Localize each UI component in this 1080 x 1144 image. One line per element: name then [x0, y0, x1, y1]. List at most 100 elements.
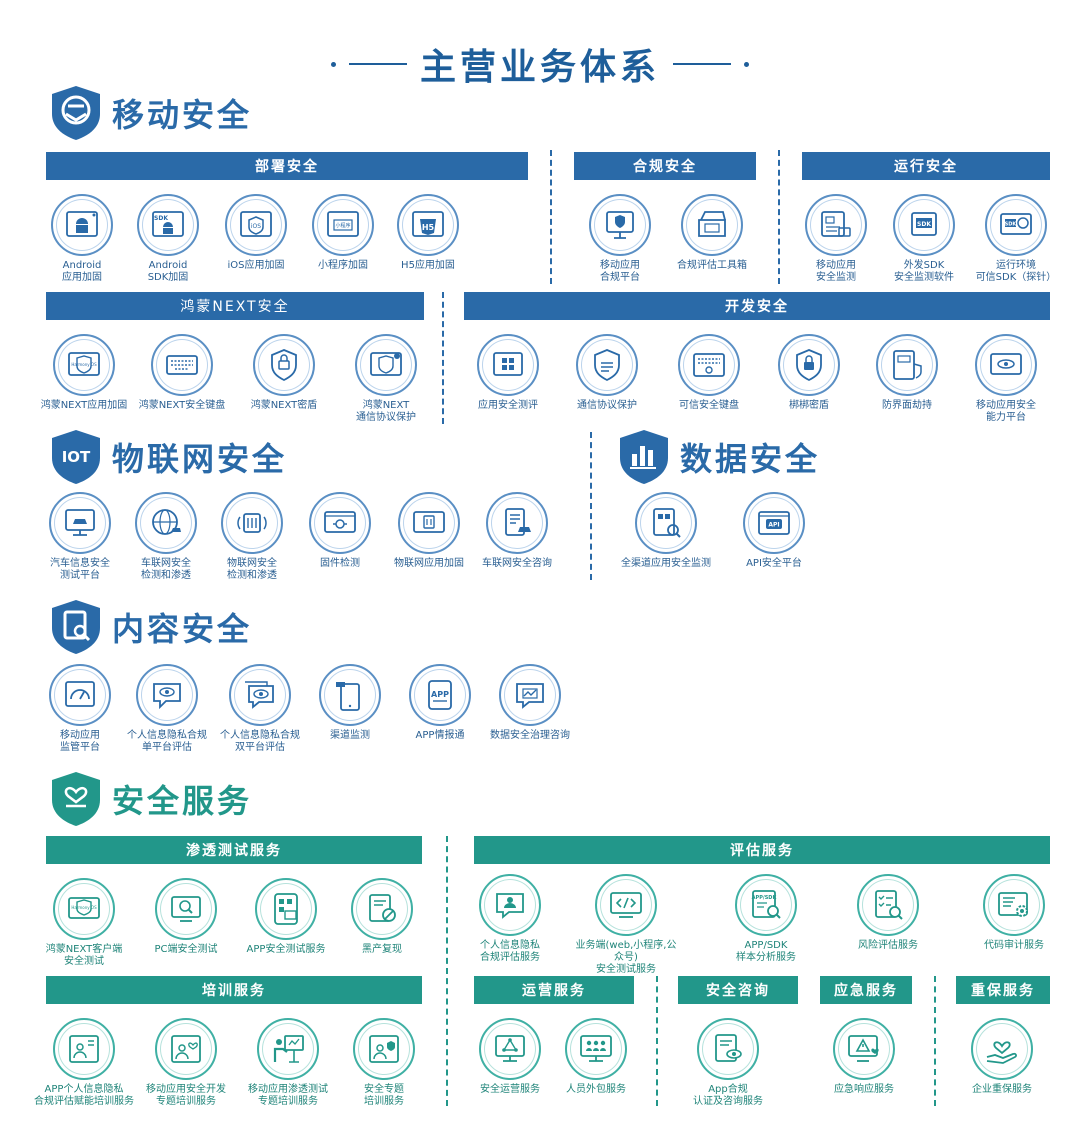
service-pc-test[interactable]: PC端安全测试 — [134, 878, 238, 956]
service-label: PC端安全测试 — [154, 944, 218, 955]
service-label: 风险评估服务 — [858, 940, 918, 951]
product-bangbang-shield[interactable]: 梆梆密盾 — [757, 334, 861, 412]
product-omni-channel-monitor[interactable]: 全渠道应用安全监测 — [614, 492, 718, 570]
product-label: Android SDK加固 — [147, 260, 189, 283]
data-search-icon — [635, 492, 697, 554]
product-connected-car-pentest[interactable]: 车联网安全 检测和渗透 — [114, 492, 218, 582]
bar-harmony: 鸿蒙NEXT安全 — [46, 292, 424, 320]
gauge-icon — [49, 664, 111, 726]
iot-chip-icon — [221, 492, 283, 554]
consult-app-certification[interactable]: App合规 认证及咨询服务 — [676, 1018, 780, 1108]
product-label: 合规评估工具箱 — [677, 260, 747, 271]
training-pentest[interactable]: 移动应用渗透测试 专题培训服务 — [236, 1018, 340, 1108]
product-firmware-check[interactable]: 固件检测 — [288, 492, 392, 570]
training-secure-dev[interactable]: 移动应用安全开发 专题培训服务 — [134, 1018, 238, 1108]
icon-text: 小程序 — [335, 222, 350, 229]
product-protocol-protection[interactable]: 通信协议保护 — [555, 334, 659, 412]
service-sample-analysis[interactable]: APP/SDK APP/SDK 样本分析服务 — [714, 874, 818, 964]
product-mobile-monitor[interactable]: 移动应用 安全监测 — [784, 194, 888, 284]
harmony-client-icon: Harmony OS — [53, 878, 115, 940]
product-label: 物联网应用加固 — [394, 558, 464, 569]
main-title: 主营业务体系 — [0, 38, 1080, 90]
product-data-governance[interactable]: 数据安全治理咨询 — [478, 664, 582, 742]
service-privacy-assess[interactable]: 个人信息隐私 合规评估服务 — [458, 874, 562, 964]
icon-text: APP/SDK — [752, 895, 778, 901]
sdk-box-icon: SDK — [893, 194, 955, 256]
product-harmony-keyboard[interactable]: 鸿蒙NEXT安全键盘 — [130, 334, 234, 412]
training-shield-icon — [353, 1018, 415, 1080]
product-regulation-platform[interactable]: 移动应用 监管平台 — [28, 664, 132, 754]
service-shield-icon — [50, 770, 102, 828]
product-capability-platform[interactable]: 移动应用安全 能力平台 — [954, 334, 1058, 424]
product-app-evaluation[interactable]: 应用安全测评 — [456, 334, 560, 412]
eye-chat-icon — [136, 664, 198, 726]
harmony-protocol-icon — [355, 334, 417, 396]
product-harmony-protocol[interactable]: 鸿蒙NEXT 通信协议保护 — [334, 334, 438, 424]
product-label: 通信协议保护 — [577, 400, 637, 411]
product-android-hardening[interactable]: Android 应用加固 — [30, 194, 134, 284]
product-miniprogram-hardening[interactable]: 小程序 小程序加固 — [291, 194, 395, 272]
product-anti-hijack[interactable]: 防界面劫持 — [855, 334, 959, 412]
presenter-icon — [257, 1018, 319, 1080]
service-business-test[interactable]: 业务端(web,小程序,公众号) 安全测试服务 — [574, 874, 678, 976]
firmware-icon — [309, 492, 371, 554]
product-privacy-dual[interactable]: 个人信息隐私合规 双平台评估 — [208, 664, 312, 754]
product-iot-pentest[interactable]: 物联网安全 检测和渗透 — [200, 492, 304, 582]
product-ios-hardening[interactable]: iOS iOS应用加固 — [204, 194, 308, 272]
product-privacy-single[interactable]: 个人信息隐私合规 单平台评估 — [115, 664, 219, 754]
product-car-consulting[interactable]: 车联网安全咨询 — [465, 492, 569, 570]
product-car-test-platform[interactable]: 汽车信息安全 测试平台 — [28, 492, 132, 582]
training-privacy[interactable]: APP个人信息隐私 合规评估赋能培训服务 — [32, 1018, 136, 1108]
product-label: 数据安全治理咨询 — [490, 730, 570, 741]
divider — [934, 976, 936, 1106]
training-topic[interactable]: 安全专题 培训服务 — [332, 1018, 436, 1108]
service-app-test[interactable]: APP安全测试服务 — [234, 878, 338, 956]
product-android-sdk-hardening[interactable]: SDK Android SDK加固 — [116, 194, 220, 284]
service-harmony-client-test[interactable]: Harmony OS 鸿蒙NEXT客户端 安全测试 — [32, 878, 136, 968]
icon-text: iOS — [251, 223, 261, 230]
service-code-audit[interactable]: 代码审计服务 — [962, 874, 1066, 952]
product-label: 移动应用 合规平台 — [600, 260, 640, 283]
product-app-intel[interactable]: APP APP情报通 — [388, 664, 492, 742]
divider — [442, 292, 444, 424]
guard-enterprise[interactable]: 企业重保服务 — [950, 1018, 1054, 1096]
service-risk-assess[interactable]: 风险评估服务 — [836, 874, 940, 952]
product-label: API安全平台 — [746, 558, 802, 569]
product-label: 外发SDK 安全监测软件 — [894, 260, 954, 283]
lock-shield-icon — [778, 334, 840, 396]
product-channel-monitor[interactable]: 渠道监测 — [298, 664, 402, 742]
product-label: 渠道监测 — [330, 730, 370, 741]
eye-document-icon — [697, 1018, 759, 1080]
product-trusted-sdk[interactable]: SDK 运行环境 可信SDK（探针） — [964, 194, 1068, 284]
globe-car-icon — [135, 492, 197, 554]
product-label: 防界面劫持 — [882, 400, 932, 411]
eye-chat-double-icon — [229, 664, 291, 726]
service-fraud-reproduce[interactable]: 黑产复现 — [330, 878, 434, 956]
alert-monitor-icon — [833, 1018, 895, 1080]
title-line-left — [348, 63, 407, 65]
product-compliance-platform[interactable]: 移动应用 合规平台 — [568, 194, 672, 284]
product-sdk-monitor[interactable]: SDK 外发SDK 安全监测软件 — [872, 194, 976, 284]
app-code-icon — [255, 878, 317, 940]
product-api-platform[interactable]: API API安全平台 — [722, 492, 826, 570]
page-title: 主营业务体系 — [419, 47, 660, 88]
icon-text: API — [768, 522, 779, 529]
ops-outsourcing[interactable]: 人员外包服务 — [544, 1018, 648, 1096]
product-trusted-keyboard[interactable]: 可信安全键盘 — [657, 334, 761, 412]
bar-compliance: 合规安全 — [574, 152, 756, 180]
product-iot-hardening[interactable]: 物联网应用加固 — [377, 492, 481, 570]
ops-security-operation[interactable]: 安全运营服务 — [458, 1018, 562, 1096]
product-harmony-shield[interactable]: 鸿蒙NEXT密盾 — [232, 334, 336, 412]
product-harmony-hardening[interactable]: Harmony OS 鸿蒙NEXT应用加固 — [32, 334, 136, 412]
category-title: 数据安全 — [680, 440, 821, 478]
icon-text: SDK — [917, 221, 931, 228]
product-label: APP情报通 — [415, 730, 465, 741]
product-compliance-toolbox[interactable]: 合规评估工具箱 — [660, 194, 764, 272]
emergency-response[interactable]: 应急响应服务 — [812, 1018, 916, 1096]
service-label: 企业重保服务 — [972, 1084, 1032, 1095]
service-label: 移动应用渗透测试 专题培训服务 — [248, 1084, 328, 1107]
product-h5-hardening[interactable]: H5 H5应用加固 — [376, 194, 480, 272]
service-label: 安全运营服务 — [480, 1084, 540, 1095]
service-label: 应急响应服务 — [834, 1084, 894, 1095]
icon-text: Harmony OS — [71, 905, 97, 910]
